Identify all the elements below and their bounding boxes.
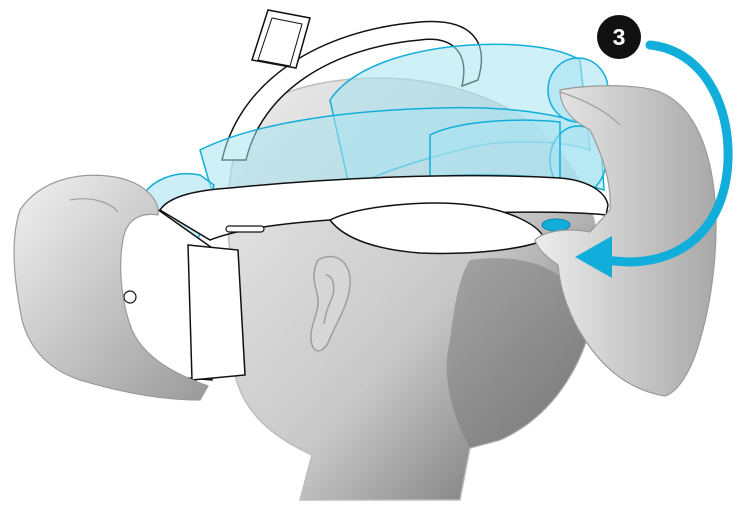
step-number: 3 — [613, 24, 626, 50]
adjustment-dial — [542, 219, 570, 231]
step-badge: 3 — [597, 15, 641, 59]
